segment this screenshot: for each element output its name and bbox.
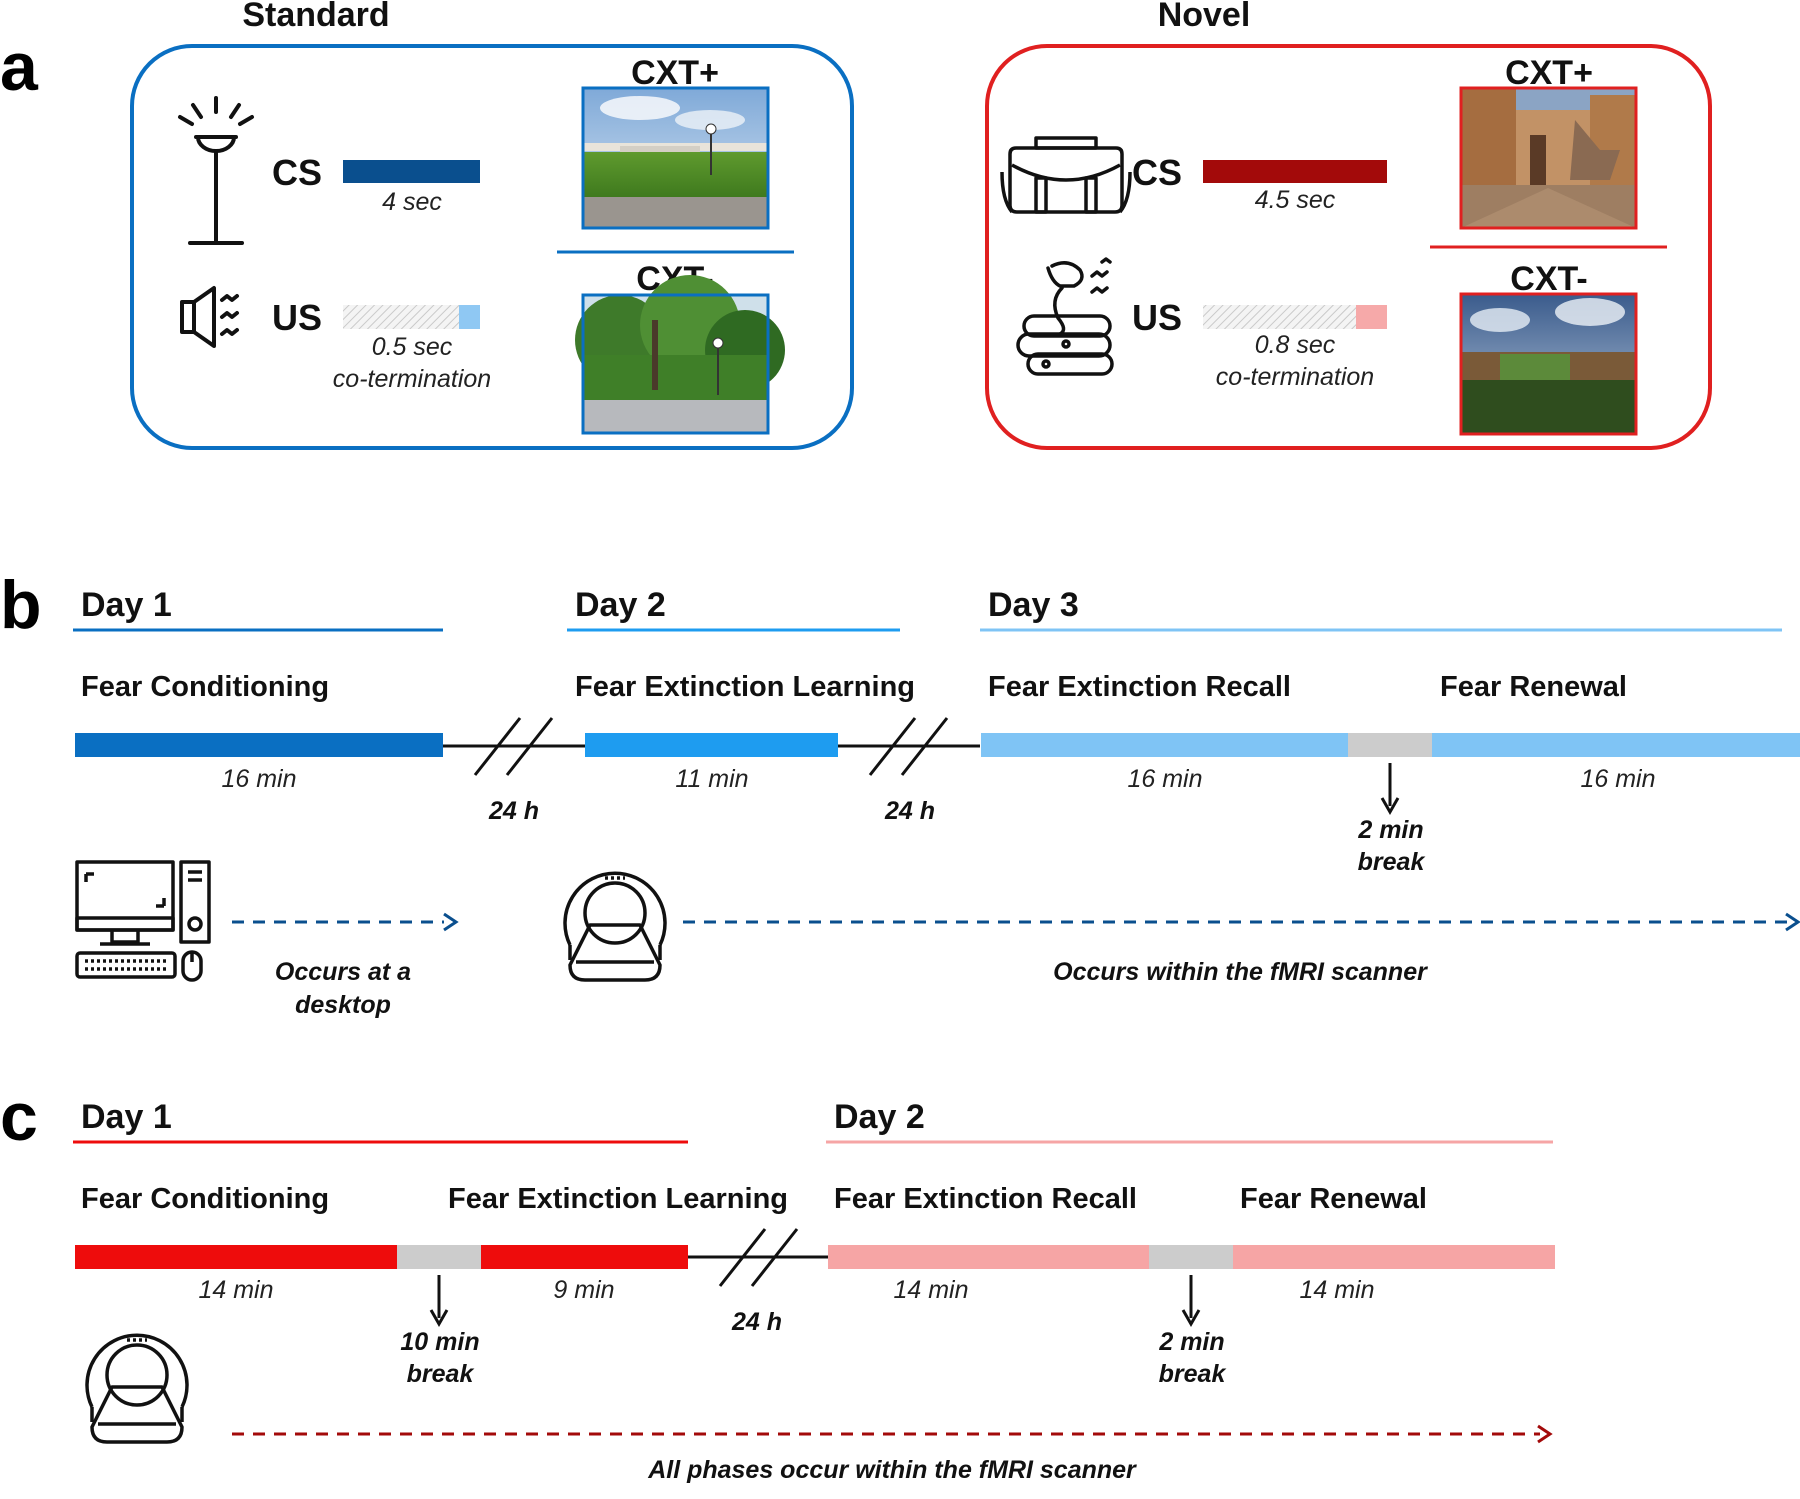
panel-c-phase-extinction-learning: Fear Extinction Learning — [448, 1183, 788, 1215]
panel-b-gap-1: 24 h — [488, 797, 539, 825]
panel-c-bar-renewal — [1233, 1245, 1555, 1269]
panel-b-desktop-note-line1: Occurs at a — [275, 958, 411, 986]
panel-b-duration-4: 16 min — [1580, 765, 1655, 793]
panel-b-break-line2: break — [1358, 848, 1426, 876]
standard-us-note: co-termination — [333, 365, 491, 393]
novel-cs-bar — [1203, 160, 1387, 183]
novel-us-bar — [1356, 305, 1387, 329]
speaker-sound-icon — [180, 286, 239, 348]
mri-scanner-icon — [563, 871, 667, 982]
mri-scanner-icon — [85, 1333, 189, 1444]
desktop-computer-icon — [75, 860, 211, 982]
panel-c-break2-line1: 2 min — [1158, 1328, 1224, 1356]
novel-us-label: US — [1132, 297, 1182, 338]
panel-c-bar-recall — [828, 1245, 1149, 1269]
novel-cs-duration: 4.5 sec — [1255, 186, 1336, 214]
panel-b-phase-extinction-recall: Fear Extinction Recall — [988, 671, 1291, 703]
panel-c-scanner-note: All phases occur within the fMRI scanner — [647, 1456, 1137, 1484]
panel-b-bar-day1 — [75, 733, 443, 757]
panel-b-scanner-arrow — [683, 912, 1800, 932]
panel-b-bar-day2 — [585, 733, 838, 757]
panel-b-gap-mark-1 — [473, 717, 554, 776]
bag-icon — [1000, 136, 1132, 214]
novel-cs-label: CS — [1132, 152, 1182, 193]
panel-c-phase-extinction-recall: Fear Extinction Recall — [834, 1183, 1137, 1215]
panel-c-phase-renewal: Fear Renewal — [1240, 1183, 1427, 1215]
panel-c-phase-conditioning: Fear Conditioning — [81, 1183, 329, 1215]
panel-c-duration-3: 14 min — [893, 1276, 968, 1304]
panel-b-scanner-note: Occurs within the fMRI scanner — [1053, 958, 1428, 986]
snake-hissing-icon — [1016, 257, 1114, 376]
standard-box — [130, 44, 854, 450]
panel-c-day2: Day 2 — [834, 1098, 925, 1136]
panel-c-scanner-arrow — [232, 1424, 1553, 1444]
panel-b-letter: b — [0, 567, 42, 643]
panel-a-letter: a — [0, 29, 39, 105]
standard-cxt-plus-label: CXT+ — [631, 54, 719, 92]
novel-cxt-plus-image — [1459, 86, 1638, 230]
panel-b-day2: Day 2 — [575, 586, 666, 624]
panel-c-break2-line2: break — [1159, 1360, 1227, 1388]
panel-b-bar-recall — [981, 733, 1348, 757]
standard-title: Standard — [242, 0, 389, 34]
panel-c-gap-mark — [718, 1228, 799, 1287]
standard-us-hatch — [343, 305, 459, 329]
novel-cxt-minus-label: CXT- — [1510, 260, 1587, 298]
panel-c-bar-extinction — [481, 1245, 688, 1269]
standard-us-label: US — [272, 297, 322, 338]
panel-c-break1-arrow — [429, 1275, 449, 1328]
novel-cxt-minus-image — [1459, 292, 1638, 436]
panel-b-phase-conditioning: Fear Conditioning — [81, 671, 329, 703]
novel-title: Novel — [1158, 0, 1251, 34]
panel-c-day1: Day 1 — [81, 1098, 172, 1136]
panel-b-phase-renewal: Fear Renewal — [1440, 671, 1627, 703]
standard-cs-duration: 4 sec — [382, 188, 442, 216]
standard-cxt-minus-image — [575, 275, 785, 435]
panel-c-break1-line1: 10 min — [400, 1328, 479, 1356]
panel-b-break-arrow — [1380, 763, 1400, 816]
panel-c-bar-conditioning — [75, 1245, 397, 1269]
panel-b-gap-mark-2 — [868, 717, 949, 776]
panel-b-bar-break — [1348, 733, 1432, 757]
panel-c-gap: 24 h — [731, 1308, 782, 1336]
standard-us-duration: 0.5 sec — [372, 333, 453, 361]
lamp-post-light-icon — [178, 96, 254, 245]
panel-c-duration-2: 9 min — [553, 1276, 614, 1304]
standard-cs-label: CS — [272, 152, 322, 193]
standard-cs-bar — [343, 160, 480, 183]
standard-cxt-plus-image — [581, 86, 770, 230]
panel-c-letter: c — [0, 1079, 38, 1155]
novel-cxt-plus-label: CXT+ — [1505, 54, 1593, 92]
panel-c-duration-4: 14 min — [1299, 1276, 1374, 1304]
panel-c-duration-1: 14 min — [198, 1276, 273, 1304]
panel-b-desktop-note-line2: desktop — [295, 991, 391, 1019]
panel-c-bar-break2 — [1149, 1245, 1233, 1269]
panel-b-day1: Day 1 — [81, 586, 172, 624]
panel-b-duration-2: 11 min — [675, 765, 748, 793]
panel-b-bar-renewal — [1432, 733, 1800, 757]
panel-c-break2-arrow — [1181, 1275, 1201, 1328]
panel-b-day3: Day 3 — [988, 586, 1079, 624]
novel-us-note: co-termination — [1216, 363, 1374, 391]
panel-c-break1-line2: break — [407, 1360, 475, 1388]
standard-us-bar — [459, 305, 480, 329]
novel-us-hatch — [1203, 305, 1356, 329]
panel-b-break-line1: 2 min — [1357, 816, 1423, 844]
novel-box — [985, 44, 1712, 450]
novel-us-duration: 0.8 sec — [1255, 331, 1336, 359]
panel-b-gap-2: 24 h — [884, 797, 935, 825]
panel-b-desktop-arrow — [232, 912, 459, 932]
panel-b-duration-3: 16 min — [1127, 765, 1202, 793]
panel-b-phase-extinction-learning: Fear Extinction Learning — [575, 671, 915, 703]
panel-b-duration-1: 16 min — [221, 765, 296, 793]
panel-c-bar-break1 — [397, 1245, 481, 1269]
